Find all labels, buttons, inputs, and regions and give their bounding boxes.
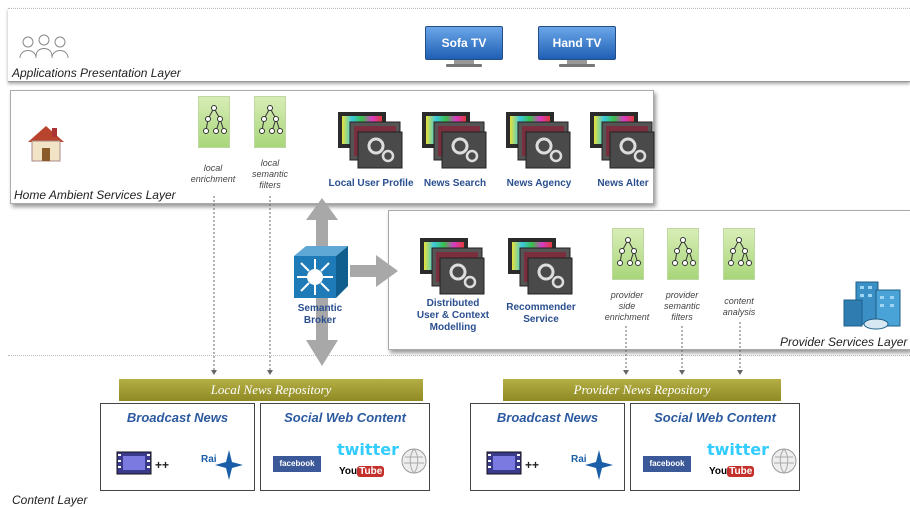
service-news-search[interactable]: News Search [420, 110, 490, 189]
provider-enrichment-label: provider side enrichment [604, 290, 650, 322]
plus-plus: ++ [525, 458, 540, 472]
tv-stand [454, 60, 474, 64]
rai-label: Rai [201, 454, 217, 465]
content-analysis-tree-icon [723, 228, 755, 280]
provider-layer-label: Provider Services Layer [780, 335, 908, 349]
social-web-title: Social Web Content [654, 410, 776, 425]
hand-tv[interactable]: Hand TV [538, 26, 616, 68]
service-local-user-profile[interactable]: Local User Profile [328, 110, 414, 189]
service-news-alter[interactable]: News Alter [588, 110, 658, 189]
local-broadcast-news-box: Broadcast News ++ Rai [100, 403, 255, 491]
youtube-you: You [339, 466, 358, 477]
provider-semantic-tree-icon [667, 228, 699, 280]
service-recommender[interactable]: Recommender Service [506, 236, 576, 325]
tv-stand [567, 60, 587, 64]
semantic-broker-icon[interactable] [290, 244, 350, 305]
local-semantic-tree-icon [254, 96, 286, 148]
provider-news-repository: Provider News Repository [503, 379, 781, 401]
broadcast-news-title: Broadcast News [126, 410, 229, 425]
wikipedia-globe-icon [401, 448, 427, 474]
film-icon [116, 451, 152, 475]
youtube-you: You [709, 466, 728, 477]
content-layer-label: Content Layer [12, 493, 88, 507]
service-window-icon [422, 112, 487, 169]
provider-broadcast-news-box: Broadcast News ++ Rai [470, 403, 625, 491]
rai-label: Rai [571, 454, 587, 465]
service-label: News Alter [597, 178, 649, 189]
tv-base [559, 64, 595, 67]
service-window-icon [338, 112, 403, 169]
rai-logo-icon [585, 450, 613, 480]
sofa-tv[interactable]: Sofa TV [425, 26, 503, 68]
facebook-logo: facebook [273, 456, 321, 472]
content-analysis-label: content analysis [722, 296, 756, 317]
local-enrichment-label: local enrichment [190, 163, 236, 184]
service-label: Recommender Service [506, 302, 576, 325]
house-icon [26, 124, 66, 167]
youtube-tube: Tube [727, 466, 755, 477]
users-icon [18, 34, 74, 65]
service-label: Local User Profile [328, 178, 414, 189]
hand-tv-label: Hand TV [538, 26, 616, 60]
film-icon [486, 451, 522, 475]
facebook-logo: facebook [643, 456, 691, 472]
wikipedia-globe-icon [771, 448, 797, 474]
service-news-agency[interactable]: News Agency [504, 110, 574, 189]
service-window-icon [420, 238, 485, 295]
provider-semantic-label: provider semantic filters [663, 290, 700, 322]
data-center-icon [842, 278, 904, 337]
sofa-tv-label: Sofa TV [425, 26, 503, 60]
youtube-tube: Tube [357, 466, 385, 477]
service-label: News Search [423, 178, 487, 189]
provider-enrichment-tree-icon [612, 228, 644, 280]
tv-base [446, 64, 482, 67]
twitter-logo: twitter [337, 440, 399, 459]
local-semantic-label: local semantic filters [251, 158, 288, 190]
presentation-layer-label: Applications Presentation Layer [12, 66, 181, 80]
rai-logo-icon [215, 450, 243, 480]
service-distributed-modelling[interactable]: Distributed User & Context Modelling [417, 236, 489, 333]
semantic-broker-label: Semantic Broker [297, 303, 343, 326]
service-window-icon [508, 238, 573, 295]
home-layer-label: Home Ambient Services Layer [14, 188, 176, 202]
service-window-icon [506, 112, 571, 169]
service-label: News Agency [506, 178, 572, 189]
local-enrichment-tree-icon [198, 96, 230, 148]
service-window-icon [590, 112, 655, 169]
plus-plus: ++ [155, 458, 170, 472]
service-label: Distributed User & Context Modelling [416, 298, 490, 333]
twitter-logo: twitter [707, 440, 769, 459]
broadcast-news-title: Broadcast News [496, 410, 599, 425]
local-news-repository: Local News Repository [119, 379, 423, 401]
social-web-title: Social Web Content [284, 410, 406, 425]
